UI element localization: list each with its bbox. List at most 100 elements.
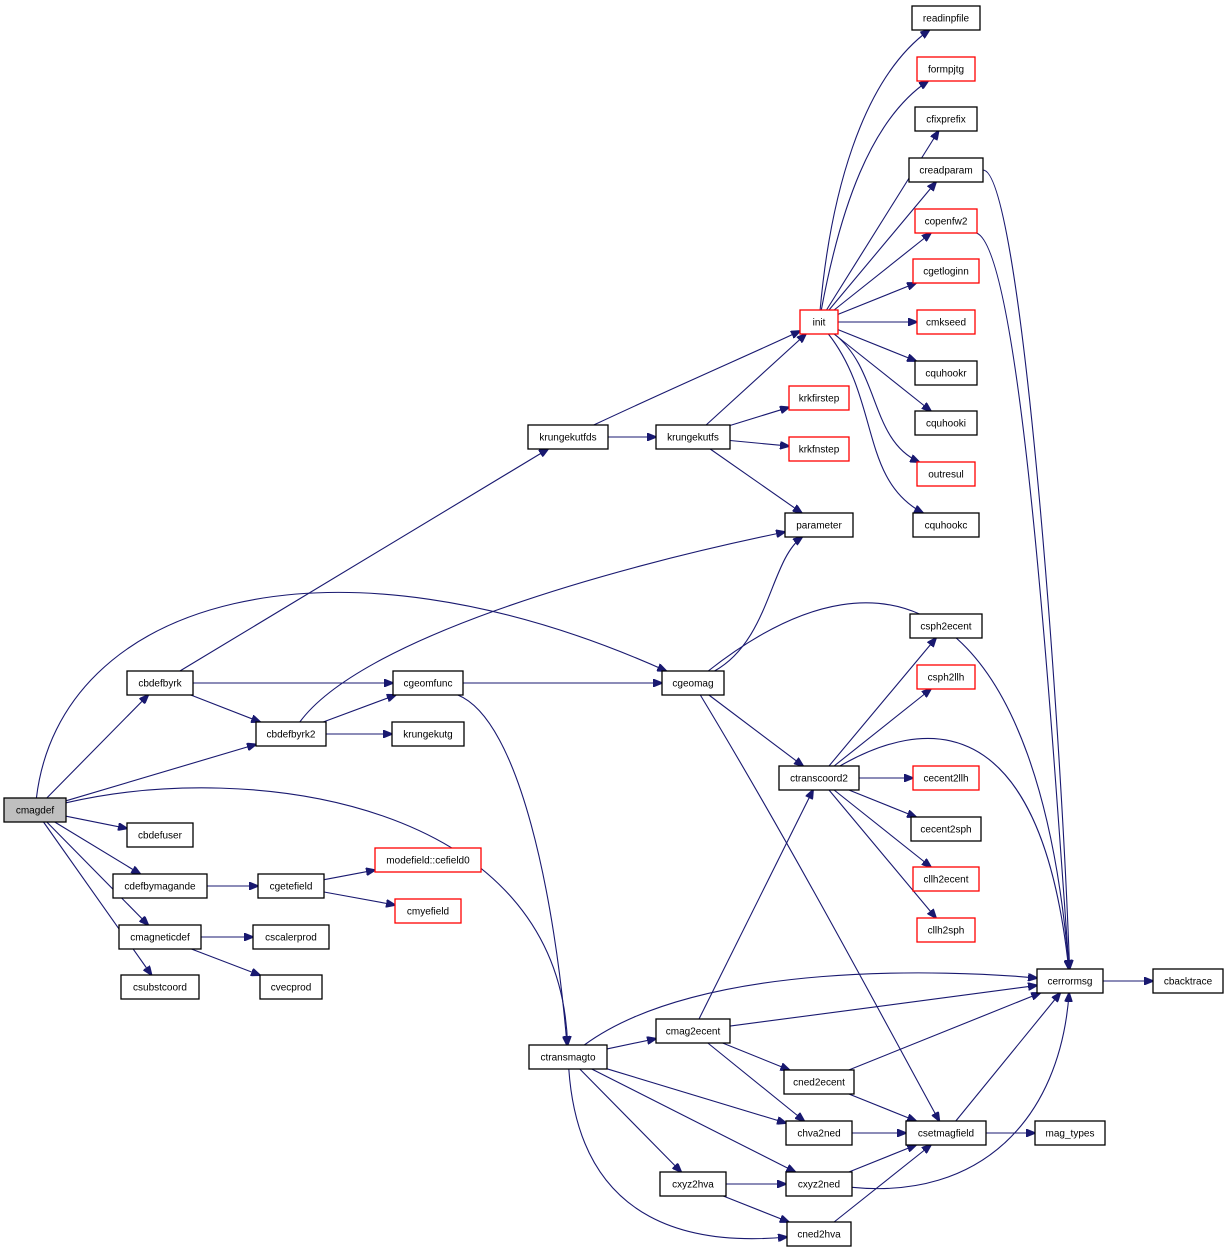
node-cllh2sph[interactable]: cllh2sph xyxy=(916,917,976,943)
node-krungekutfds[interactable]: krungekutfds xyxy=(527,424,609,450)
node-label: copenfw2 xyxy=(925,217,968,228)
edge-cmag2ecent-to-ctranscoord2 xyxy=(698,790,813,1020)
node-label: cecent2sph xyxy=(920,825,971,836)
edge-krungekutfs-to-krkfirstep xyxy=(729,407,789,427)
node-label: cvecprod xyxy=(271,983,312,994)
node-csubstcoord[interactable]: csubstcoord xyxy=(120,974,200,1000)
node-outresul[interactable]: outresul xyxy=(916,461,976,487)
edge-ctransmagto-to-cxyz2hva xyxy=(579,1068,681,1172)
node-label: formpjtg xyxy=(928,65,964,76)
node-cmkseed[interactable]: cmkseed xyxy=(916,309,976,335)
node-krungekutg[interactable]: krungekutg xyxy=(391,721,465,747)
node-cscalerprod[interactable]: cscalerprod xyxy=(252,924,330,950)
edge-krungekutfs-to-init xyxy=(705,334,806,426)
node-label: cmag2ecent xyxy=(666,1027,721,1038)
node-cgeomag[interactable]: cgeomag xyxy=(661,670,725,696)
node-label: init xyxy=(813,318,826,329)
node-krkfnstep[interactable]: krkfnstep xyxy=(788,436,850,462)
node-box xyxy=(799,309,839,335)
node-box xyxy=(916,917,976,943)
node-cfixprefix[interactable]: cfixprefix xyxy=(914,106,978,132)
node-box xyxy=(392,670,464,696)
node-label: krkfnstep xyxy=(799,445,840,456)
node-cllh2ecent[interactable]: cllh2ecent xyxy=(912,866,980,892)
node-cgeomfunc[interactable]: cgeomfunc xyxy=(392,670,464,696)
node-box xyxy=(1152,968,1224,994)
node-modefield[interactable]: modefield::cefield0 xyxy=(374,847,482,873)
edge-ctransmagto-to-cerrormsg xyxy=(583,972,1037,1046)
edge-krungekutfs-to-parameter xyxy=(709,448,802,513)
node-label: krungekutfs xyxy=(667,433,719,444)
node-cecent2llh[interactable]: cecent2llh xyxy=(912,765,980,791)
node-cmag2ecent[interactable]: cmag2ecent xyxy=(655,1018,731,1044)
edge-cgeomfunc-to-ctransmagto xyxy=(457,694,567,1045)
node-label: cgeomag xyxy=(672,679,713,690)
node-label: cgeomfunc xyxy=(404,679,453,690)
node-csetmagfield[interactable]: csetmagfield xyxy=(905,1120,987,1146)
node-label: outresul xyxy=(928,470,964,481)
node-cned2hva[interactable]: cned2hva xyxy=(786,1221,852,1247)
node-chva2ned[interactable]: chva2ned xyxy=(785,1120,853,1146)
node-krungekutfs[interactable]: krungekutfs xyxy=(655,424,731,450)
node-readinpfile[interactable]: readinpfile xyxy=(911,5,981,31)
node-box xyxy=(391,721,465,747)
edge-cmagdef-to-ctransmagto xyxy=(65,787,568,1045)
node-box xyxy=(783,1069,855,1095)
nodes-layer: cmagdef cbdefbyrk cbdefbyrk2 cbdefuser cdefb… xyxy=(3,5,1224,1247)
node-cquhookr[interactable]: cquhookr xyxy=(914,360,978,386)
node-csph2ecent[interactable]: csph2ecent xyxy=(909,613,983,639)
node-cbdefbyrk2[interactable]: cbdefbyrk2 xyxy=(255,721,327,747)
edge-cmag2ecent-to-cerrormsg xyxy=(729,985,1037,1027)
node-csph2llh[interactable]: csph2llh xyxy=(916,664,976,690)
node-cquhookc[interactable]: cquhookc xyxy=(912,512,980,538)
node-cecent2sph[interactable]: cecent2sph xyxy=(910,816,982,842)
node-cned2ecent[interactable]: cned2ecent xyxy=(783,1069,855,1095)
node-box xyxy=(257,873,325,899)
node-box xyxy=(1034,1120,1106,1146)
node-label: creadparam xyxy=(919,166,972,177)
edge-cmagdef-to-cmagneticdef xyxy=(46,821,148,925)
node-cxyz2ned[interactable]: cxyz2ned xyxy=(785,1171,853,1197)
node-cmyefield[interactable]: cmyefield xyxy=(394,898,462,924)
node-cvecprod[interactable]: cvecprod xyxy=(259,974,323,1000)
edge-cgeomag-to-csetmagfield xyxy=(699,694,939,1121)
node-ctransmagto[interactable]: ctransmagto xyxy=(528,1044,608,1070)
node-init[interactable]: init xyxy=(799,309,839,335)
node-box xyxy=(912,258,980,284)
node-formpjtg[interactable]: formpjtg xyxy=(916,56,976,82)
node-cbdefuser[interactable]: cbdefuser xyxy=(126,822,194,848)
node-mag-types[interactable]: mag_types xyxy=(1034,1120,1106,1146)
node-cxyz2hva[interactable]: cxyz2hva xyxy=(659,1171,727,1197)
node-label: cerrormsg xyxy=(1047,977,1092,988)
edge-cmagneticdef-to-cvecprod xyxy=(191,948,260,975)
node-box xyxy=(120,974,200,1000)
node-label: cbdefuser xyxy=(138,831,183,842)
node-copenfw2[interactable]: copenfw2 xyxy=(914,208,978,234)
node-cmagdef[interactable]: cmagdef xyxy=(3,797,67,823)
node-label: cecent2llh xyxy=(923,774,968,785)
edge-cmag2ecent-to-chva2ned xyxy=(707,1042,804,1121)
node-ctranscoord2[interactable]: ctranscoord2 xyxy=(778,765,860,791)
node-label: ctranscoord2 xyxy=(790,774,848,785)
node-label: csph2ecent xyxy=(920,622,971,633)
node-creadparam[interactable]: creadparam xyxy=(908,157,984,183)
node-cgetefield[interactable]: cgetefield xyxy=(257,873,325,899)
node-box xyxy=(3,797,67,823)
node-cbdefbyrk[interactable]: cbdefbyrk xyxy=(126,670,194,696)
node-box xyxy=(914,360,978,386)
edge-csetmagfield-to-cerrormsg xyxy=(955,993,1060,1122)
edge-cmagdef-to-cbdefbyrk xyxy=(46,695,148,799)
node-label: cned2hva xyxy=(797,1230,841,1241)
node-cgetloginn[interactable]: cgetloginn xyxy=(912,258,980,284)
node-cquhooki[interactable]: cquhooki xyxy=(914,410,978,436)
node-krkfirstep[interactable]: krkfirstep xyxy=(788,385,850,411)
node-parameter[interactable]: parameter xyxy=(784,512,854,538)
node-box xyxy=(914,106,978,132)
node-cdefbymagande[interactable]: cdefbymagande xyxy=(112,873,208,899)
node-cbacktrace[interactable]: cbacktrace xyxy=(1152,968,1224,994)
node-label: cbacktrace xyxy=(1164,977,1213,988)
edge-ctranscoord2-to-csph2ecent xyxy=(828,638,936,767)
node-cerrormsg[interactable]: cerrormsg xyxy=(1036,968,1104,994)
node-box xyxy=(528,1044,608,1070)
node-cmagneticdef[interactable]: cmagneticdef xyxy=(118,924,202,950)
